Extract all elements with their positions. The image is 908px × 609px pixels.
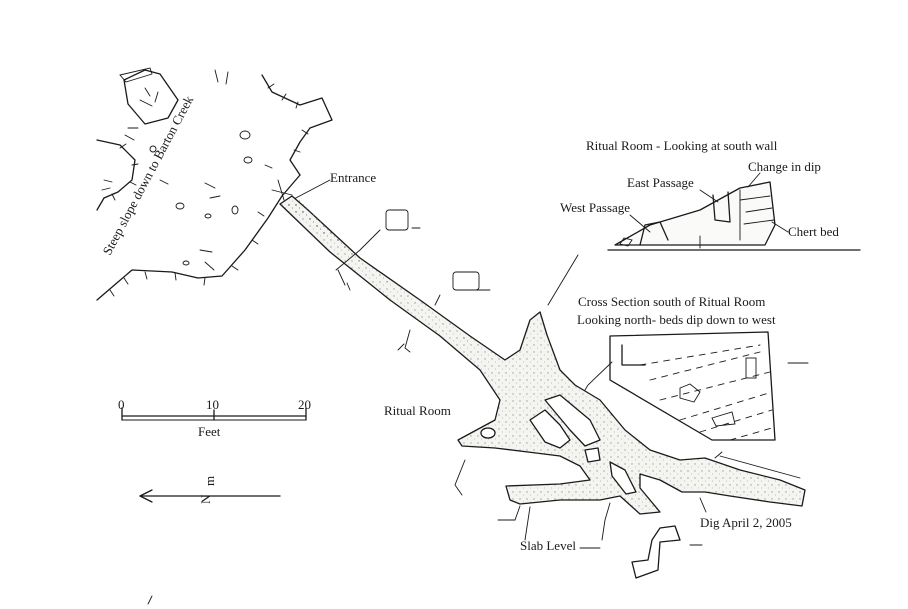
scale-tick-10: 10 [206,397,219,412]
slope-label: Steep slope down to Barton Creek [99,93,196,258]
scale-tick-20: 20 [298,397,311,412]
surface-slope-area [96,67,333,301]
scale-bar [121,407,307,421]
cross-section-title-1: Cross Section south of Ritual Room [578,294,765,309]
scale-tick-0: 0 [118,397,125,412]
slab-level-label: Slab Level [520,538,576,553]
ritual-room-label: Ritual Room [384,403,451,418]
cross-section-drawing [609,331,809,441]
entrance-leader [291,179,331,201]
east-passage-label: East Passage [627,175,694,190]
inset-south-wall-title: Ritual Room - Looking at south wall [586,138,778,153]
change-in-dip-label: Change in dip [748,159,821,174]
chert-bed-label: Chert bed [788,224,839,239]
cross-section-title-2: Looking north- beds dip down to west [577,312,776,327]
north-arrow-icon [139,489,281,503]
dig-label: Dig April 2, 2005 [700,515,792,530]
scale-unit-label: Feet [198,424,221,439]
north-sub-label: m [202,476,217,486]
north-label: N [198,494,213,504]
west-passage-label: West Passage [560,200,630,215]
entrance-label: Entrance [330,170,376,185]
inset-south-wall-drawing [607,181,861,251]
